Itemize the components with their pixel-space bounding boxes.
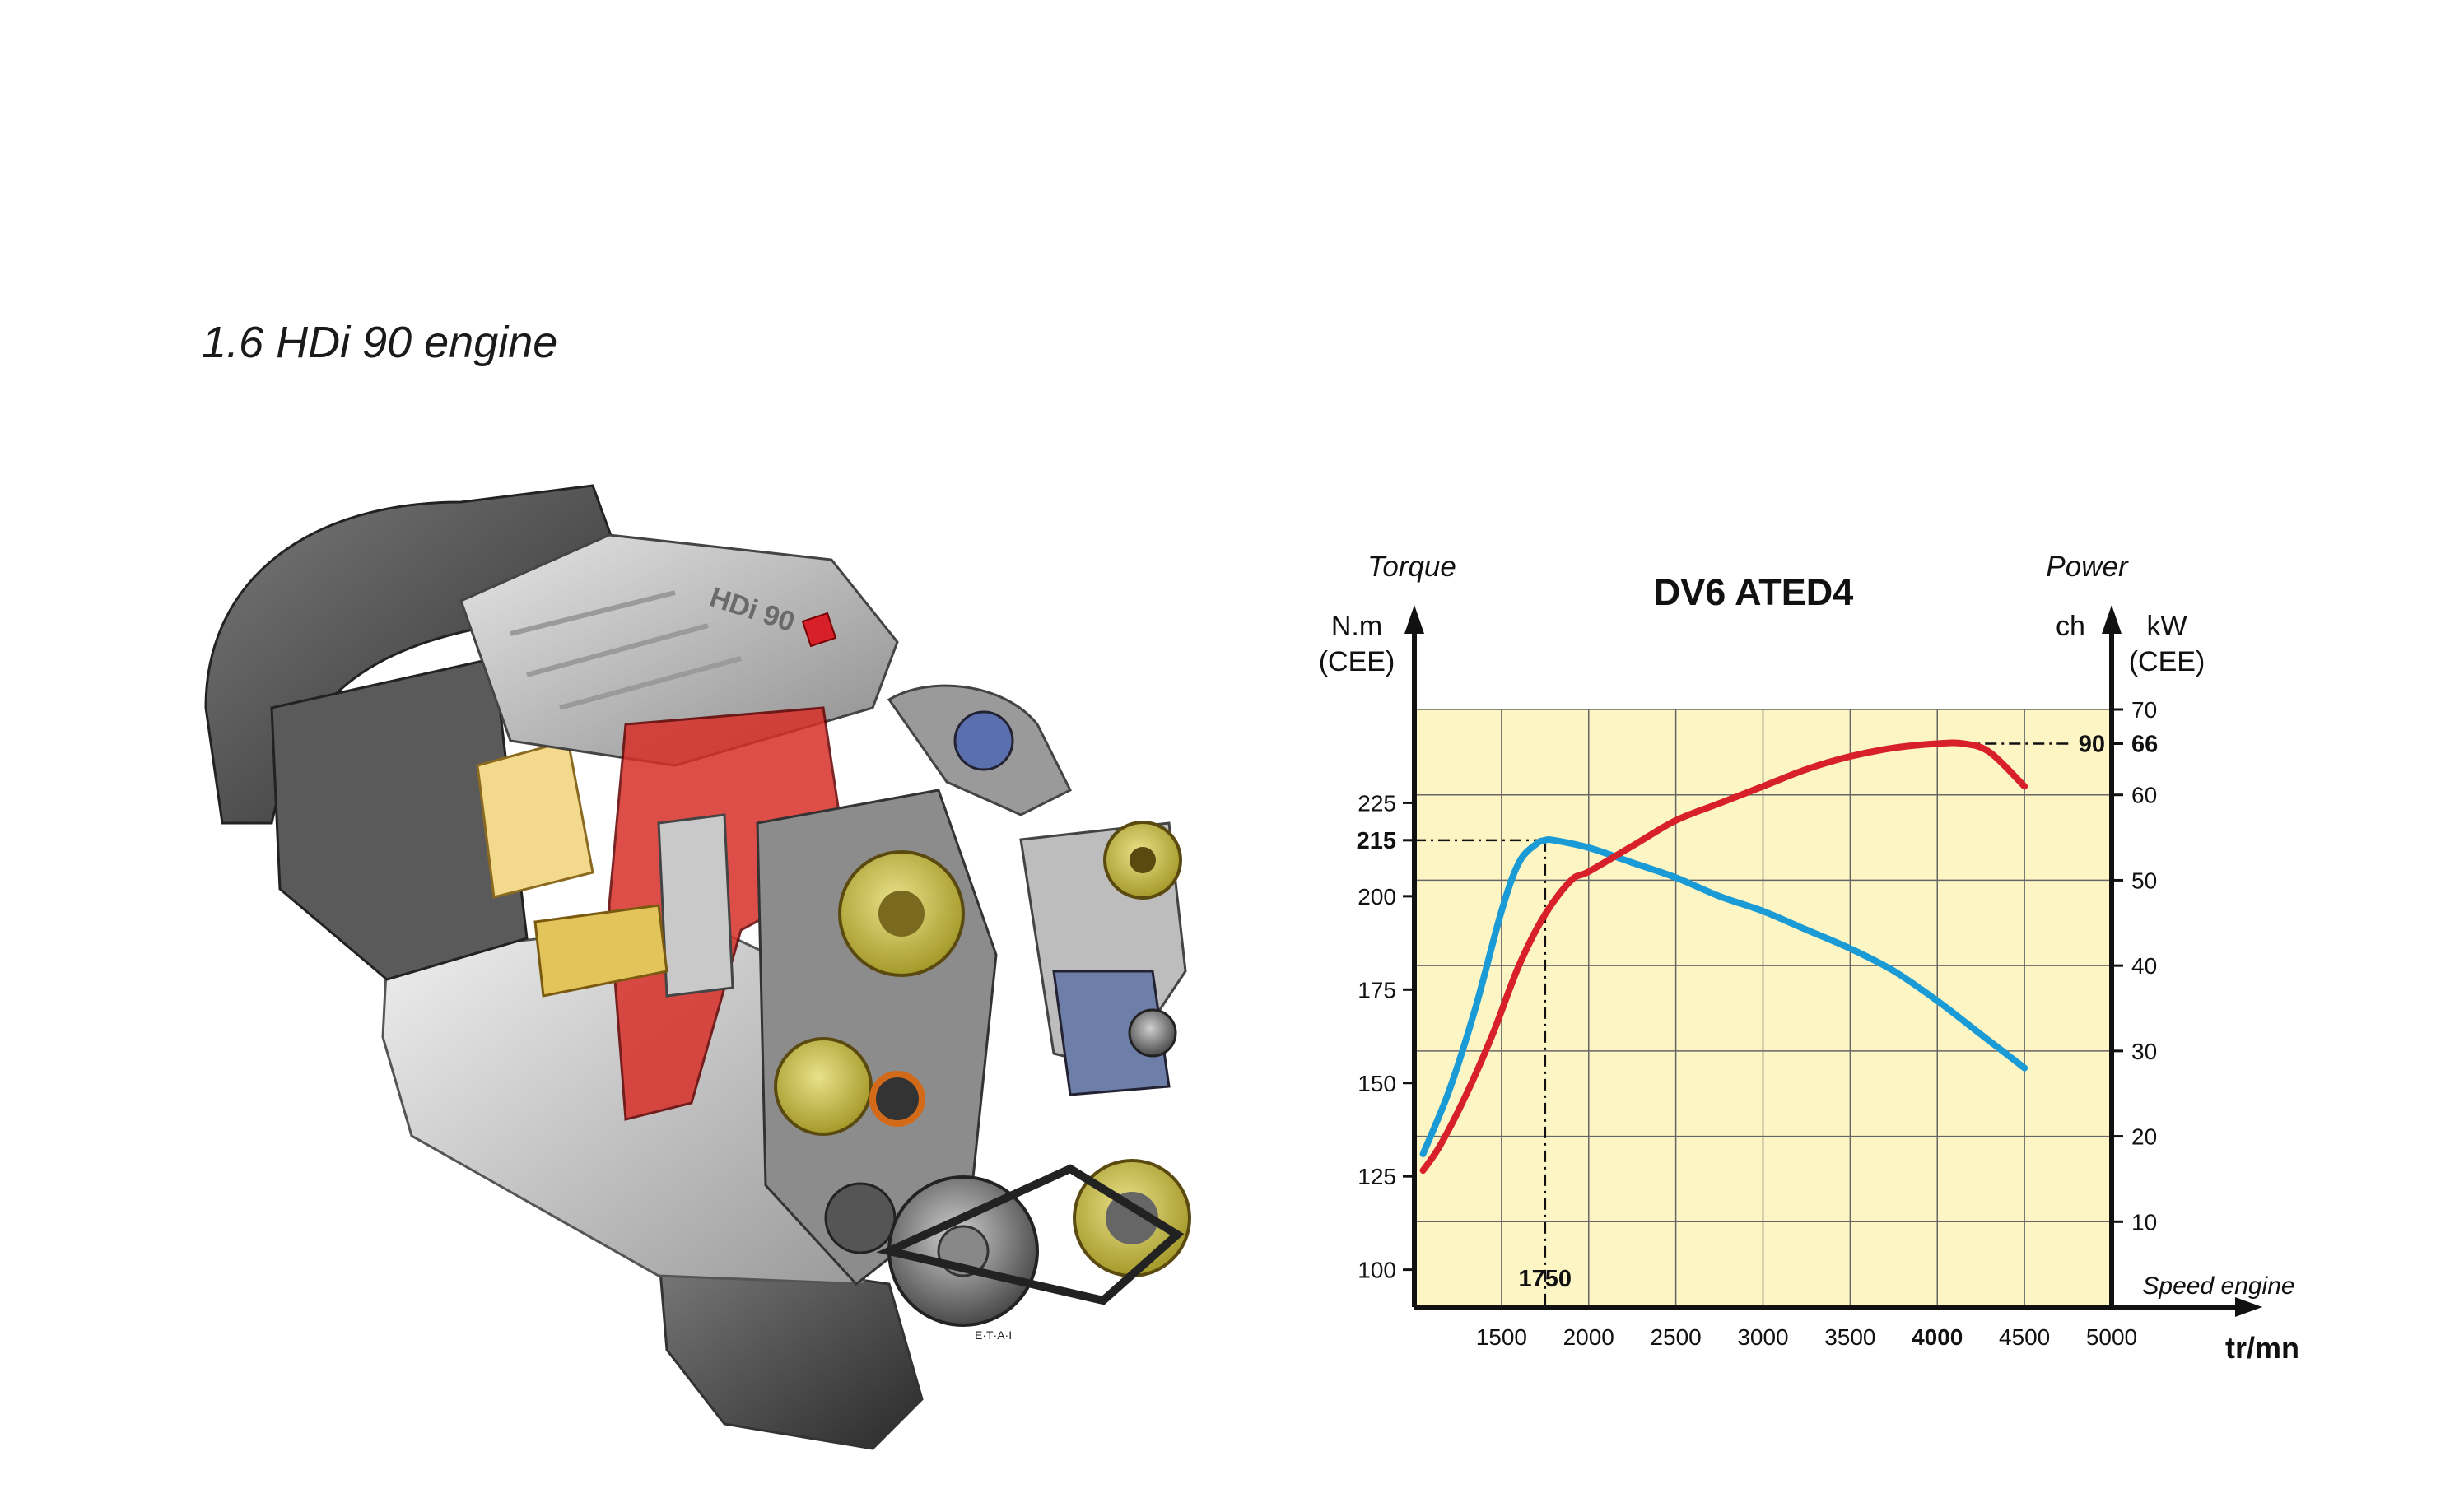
torque-curve: [1419, 835, 2028, 1157]
x-axis-title: Speed engine: [2142, 1272, 2294, 1300]
left-tick-label: 225: [1358, 790, 1396, 816]
peak-guide-lines: 215 1750 90 66: [1357, 731, 2158, 1307]
chart-texts: DV6 ATED4 Torque N.m (CEE) Power ch kW (…: [1319, 551, 2299, 1365]
x-axis-unit: tr/mn: [2225, 1331, 2299, 1365]
axes: 1500 2000 2500 3000 3500 4000 4500 5000 100 125 15…: [1358, 605, 2262, 1350]
left-tick-label: 175: [1358, 977, 1396, 1003]
engine-body: HDi 90 E·T·A·I: [204, 484, 1191, 1450]
engine-caption: 1.6 HDi 90 engine: [202, 318, 558, 367]
x-tick-label: 3000: [1737, 1324, 1788, 1350]
peak-torque-rpm-label: 1750: [1519, 1266, 1572, 1292]
right-tick-label: 60: [2131, 783, 2157, 808]
left-tick-label: 200: [1358, 884, 1396, 910]
x-tick-label: 2000: [1563, 1324, 1614, 1350]
right-axis-unit-kw: kW: [2146, 611, 2187, 642]
peak-torque-value-label: 215: [1357, 828, 1396, 854]
x-tick-label: 4500: [1999, 1324, 2050, 1350]
peak-power-kw-label: 66: [2131, 731, 2158, 757]
right-tick-label: 10: [2131, 1209, 2157, 1235]
x-tick-label: 1500: [1476, 1324, 1527, 1350]
power-curve: [1419, 739, 2028, 1175]
left-tick-label: 100: [1358, 1258, 1396, 1283]
left-axis-unit: N.m: [1331, 611, 1382, 642]
right-axis-arrow: [2102, 605, 2122, 634]
right-tick-label: 70: [2131, 697, 2157, 723]
chart-title: DV6 ATED4: [1654, 571, 1854, 613]
peak-power-ch-label: 90: [2079, 731, 2105, 757]
right-axis-unit-ch: ch: [2056, 611, 2085, 642]
left-axis-arrow: [1404, 605, 1424, 634]
left-tick-label: 150: [1358, 1071, 1396, 1096]
left-tick-label: 125: [1358, 1164, 1396, 1189]
x-tick-label: 2500: [1650, 1324, 1701, 1350]
series-layer: [1419, 739, 2028, 1175]
left-axis-title: Torque: [1367, 551, 1456, 583]
x-tick-label: 3500: [1824, 1324, 1875, 1350]
right-tick-label: 40: [2131, 953, 2157, 979]
grid: [1414, 709, 2112, 1307]
illustration-credit: E·T·A·I: [975, 1328, 1012, 1342]
x-tick-label: 4000: [1912, 1324, 1963, 1350]
right-axis-title: Power: [2046, 551, 2129, 583]
right-tick-label: 20: [2131, 1124, 2157, 1150]
right-tick-label: 30: [2131, 1039, 2157, 1064]
left-axis-unit-standard: (CEE): [1319, 646, 1395, 677]
x-axis-arrow: [2235, 1297, 2262, 1317]
right-tick-label: 50: [2131, 868, 2157, 893]
right-axis-unit-standard: (CEE): [2129, 646, 2205, 677]
x-tick-label: 5000: [2086, 1324, 2137, 1350]
